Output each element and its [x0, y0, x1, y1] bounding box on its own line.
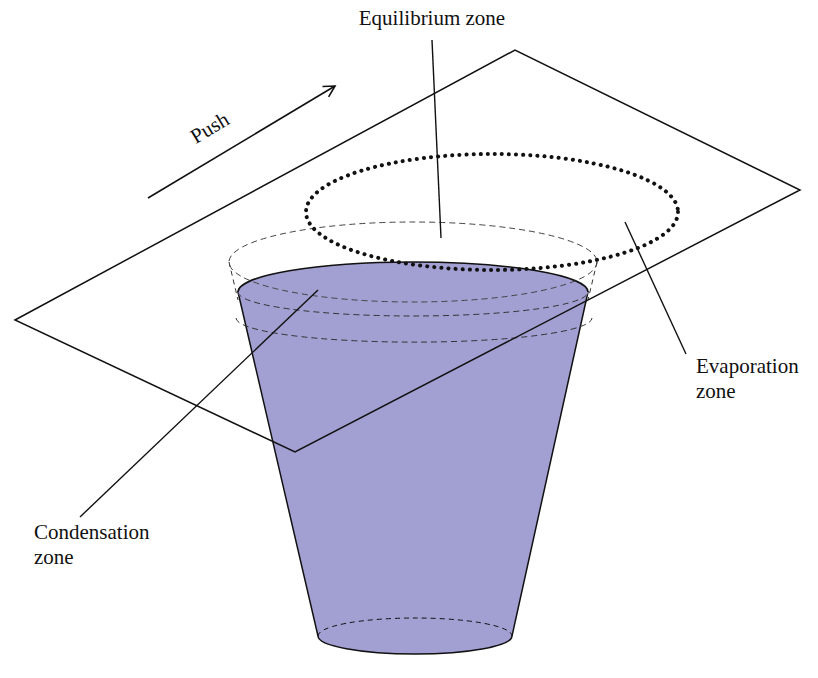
zone-label: Equilibrium zone [359, 6, 505, 31]
leader-line [80, 290, 318, 517]
push-label: Push [186, 107, 234, 150]
zone-label: Condensation zone [34, 520, 174, 570]
cup-body [238, 292, 588, 654]
leader-line [625, 222, 686, 354]
dashed-level [236, 318, 592, 342]
cup-bottom-hidden [318, 618, 512, 636]
push-arrow [148, 86, 335, 198]
dashed-rim [229, 222, 597, 302]
dashed-side [588, 262, 597, 300]
dashed-rim-front [238, 292, 588, 316]
dotted-ellipse [306, 154, 678, 270]
zone-label: Evaporation zone [696, 354, 814, 404]
dashed-side [229, 262, 238, 300]
glass-plate [15, 50, 800, 452]
leader-line [432, 40, 441, 238]
